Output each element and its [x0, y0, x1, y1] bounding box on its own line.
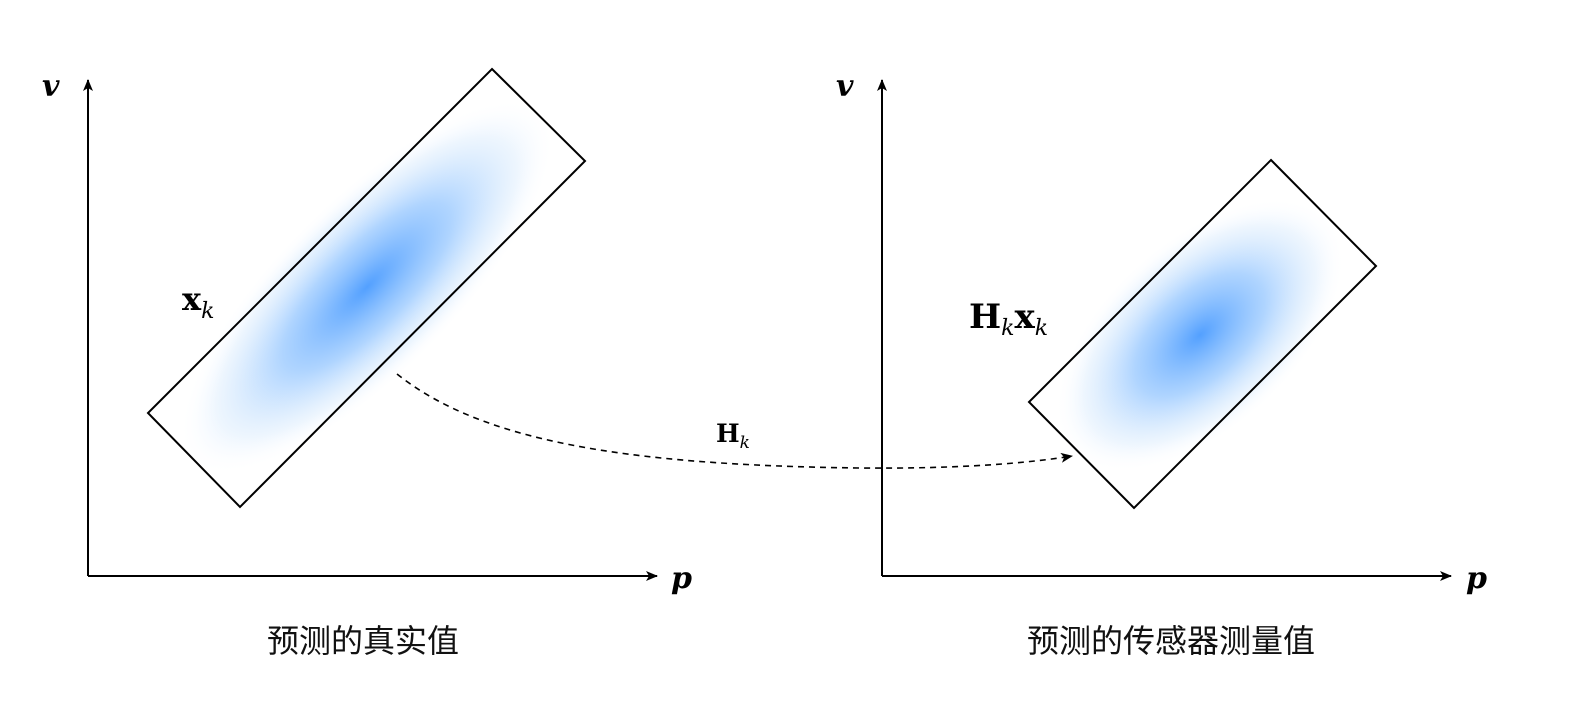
state-label: xk — [182, 280, 214, 324]
transform-arrow-group: Hk — [396, 373, 1073, 469]
left-gaussian-blob — [179, 99, 555, 475]
right-x-axis-label: p — [1466, 561, 1487, 596]
left-y-axis-label: v — [42, 69, 60, 104]
left-uncertainty-box — [146, 67, 587, 509]
transform-label: Hk — [716, 419, 750, 453]
left-plot: v p xk 预测的真实值 — [42, 67, 692, 660]
right-caption: 预测的传感器测量值 — [1027, 622, 1315, 660]
left-x-axis-label: p — [671, 561, 692, 596]
measurement-label: Hkxk — [969, 297, 1048, 341]
left-caption: 预测的真实值 — [267, 622, 459, 660]
right-gaussian-blob — [1055, 198, 1345, 472]
transform-arrow — [396, 373, 1073, 469]
right-plot: v p Hkxk 预测的传感器测量值 — [836, 69, 1487, 660]
right-y-axis-label: v — [836, 69, 854, 104]
right-uncertainty-box — [1027, 158, 1378, 510]
